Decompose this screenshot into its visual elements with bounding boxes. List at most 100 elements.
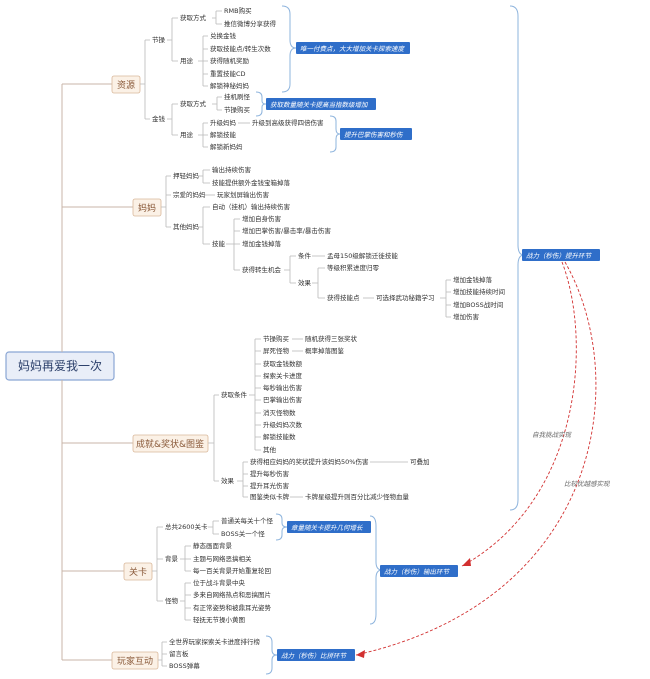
mama-pressure[interactable]: 押轻妈妈	[173, 171, 200, 180]
gold-use[interactable]: 用途	[180, 130, 194, 139]
achieve-effect[interactable]: 效果	[221, 476, 235, 485]
ticket-use-item: 兑换金钱	[210, 31, 237, 40]
cond-item: 解锁技能数	[263, 432, 296, 441]
branch-resources-label: 资源	[117, 80, 135, 91]
skill-point-item: 增加伤害	[453, 312, 480, 321]
total-links	[208, 520, 219, 535]
compare-callout	[277, 649, 355, 661]
branch-resources[interactable]: 资源	[111, 75, 141, 94]
rebirth-links	[284, 255, 296, 284]
combat-callout-text: 战力（秒伤）提升环节	[526, 252, 593, 260]
gold-acquire[interactable]: 获取方式	[180, 99, 207, 108]
total-item: BOSS关一个怪	[221, 529, 265, 538]
achieve-effect-item: 获得相应妈妈的奖状提升该妈妈50%伤害	[250, 457, 369, 466]
pressure-item: 技能提供额外金钱宝箱掉落	[212, 178, 291, 187]
ticket-bracket	[281, 5, 297, 93]
pressure-links	[198, 169, 210, 184]
mama-other[interactable]: 其他妈妈	[173, 222, 200, 231]
gold-use-item: 升级妈妈	[210, 118, 237, 127]
skill-point-links	[440, 279, 451, 318]
stack-note: 可叠加	[410, 457, 430, 466]
gold-acquire-links	[212, 96, 222, 111]
cond-buy: 节操购买	[263, 334, 290, 343]
gold-acquire-bracket	[255, 91, 267, 117]
effect-list-links	[237, 461, 248, 498]
mama-secret[interactable]: 宗爱的妈妈	[173, 190, 206, 199]
root-label: 妈妈再爱我一次	[18, 359, 102, 373]
gold-upgrade-note: 升级到高级获得四倍伤害	[252, 118, 324, 127]
levels-mob[interactable]: 怪物	[165, 596, 179, 605]
self-challenge-label: 自我挑战实现	[532, 431, 573, 439]
branch-achievements[interactable]: 成就&奖状&图鉴	[132, 434, 209, 453]
skill-point-item: 增加BOSS战时间	[453, 300, 503, 309]
achieve-effect-item: 提升耳光伤害	[250, 481, 290, 490]
gold-use-item: 解锁技能	[210, 130, 237, 139]
rebirth-condition[interactable]: 条件	[298, 251, 312, 260]
interact-links	[158, 641, 167, 667]
skill-item: 增加自身伤害	[242, 214, 282, 223]
mob-item: 位于战斗背景中央	[193, 578, 246, 587]
levels-total[interactable]: 总共2600关卡	[165, 522, 208, 531]
cond-kill: 屏死怪物	[263, 346, 290, 355]
combat-callout	[522, 249, 600, 261]
pressure-item: 输出持续伤害	[212, 165, 252, 174]
secret-item: 玩家划屏输出伤害	[217, 190, 270, 199]
ticket-acquire[interactable]: 获取方式	[180, 13, 207, 22]
combat-bracket	[509, 5, 525, 511]
ticket-acquire-item: RMB购买	[224, 6, 252, 15]
cond-links	[249, 338, 261, 451]
cond-item: 探索关卡进度	[263, 371, 303, 380]
rebirth-effect[interactable]: 效果	[298, 278, 312, 287]
gold-use-links	[198, 122, 208, 148]
upgrade-callout-text: 提升巴掌伤害和秒伤	[344, 131, 404, 139]
levels-links	[152, 526, 163, 602]
effect-links	[312, 267, 325, 299]
upgrade-callout	[340, 128, 412, 140]
branch-levels-label: 关卡	[129, 566, 147, 578]
mob-item: 多来自网络热点和恶搞图片	[193, 590, 271, 599]
branch-mama-label: 妈妈	[138, 202, 156, 214]
compare-label: 比较优越感实现	[564, 480, 611, 488]
branch-levels[interactable]: 关卡	[123, 562, 153, 581]
cond-buy-note: 随机获得三张奖状	[305, 334, 358, 343]
ticket-use-item: 重置技能CD	[210, 69, 246, 78]
achieve-links	[208, 394, 219, 482]
achieve-effect-item: 图鉴类似卡牌	[250, 492, 290, 501]
gold-callout	[266, 98, 376, 110]
skill-point-node[interactable]: 获得技能点	[327, 293, 360, 302]
ticket-callout	[296, 42, 410, 54]
root-node[interactable]	[5, 351, 115, 381]
self-challenge-arrow	[461, 261, 577, 567]
cond-item: 其他	[263, 445, 277, 454]
effect-item: 等级积累进度归零	[327, 263, 380, 272]
levels-bg[interactable]: 背景	[165, 554, 179, 563]
other-item: 自动（挂机）输出持续伤害	[212, 202, 291, 211]
interact-item: 留言板	[169, 649, 189, 658]
ticket-use[interactable]: 用途	[180, 56, 194, 65]
ticket-callout-text: 唯一付费点，大大增加关卡探索速度	[300, 45, 406, 53]
cond-item: 每秒输出伤害	[263, 383, 303, 392]
gold-use-bracket	[329, 115, 341, 153]
gold-links	[167, 103, 178, 136]
skill-links	[226, 218, 240, 271]
achieve-cond[interactable]: 获取条件	[221, 390, 248, 399]
interact-item: BOSS弹幕	[169, 661, 200, 670]
ticket-node[interactable]: 节操	[152, 35, 166, 44]
total-item: 普通关每关十个怪	[221, 516, 274, 525]
bg-item: 主题与网络恶搞相关	[193, 554, 252, 563]
root-branches	[62, 83, 133, 661]
level-bracket	[275, 513, 288, 541]
skill-point-item: 增加金钱掉落	[453, 275, 493, 284]
branch-interaction[interactable]: 玩家互动	[111, 651, 159, 670]
bg-links	[180, 545, 191, 572]
compare-bracket	[265, 635, 278, 675]
gold-node[interactable]: 金钱	[152, 114, 166, 123]
skill-item: 增加巴掌伤害/暴击率/暴击伤害	[242, 226, 331, 235]
mama-skill[interactable]: 技能	[212, 239, 226, 248]
branch-mama[interactable]: 妈妈	[132, 198, 162, 217]
mob-item: 轻抚无节操小黄图	[193, 615, 245, 624]
ticket-acquire-links	[212, 10, 222, 25]
rebirth-node[interactable]: 获得转生机会	[242, 265, 282, 274]
skill-item: 增加金钱掉落	[242, 239, 282, 248]
